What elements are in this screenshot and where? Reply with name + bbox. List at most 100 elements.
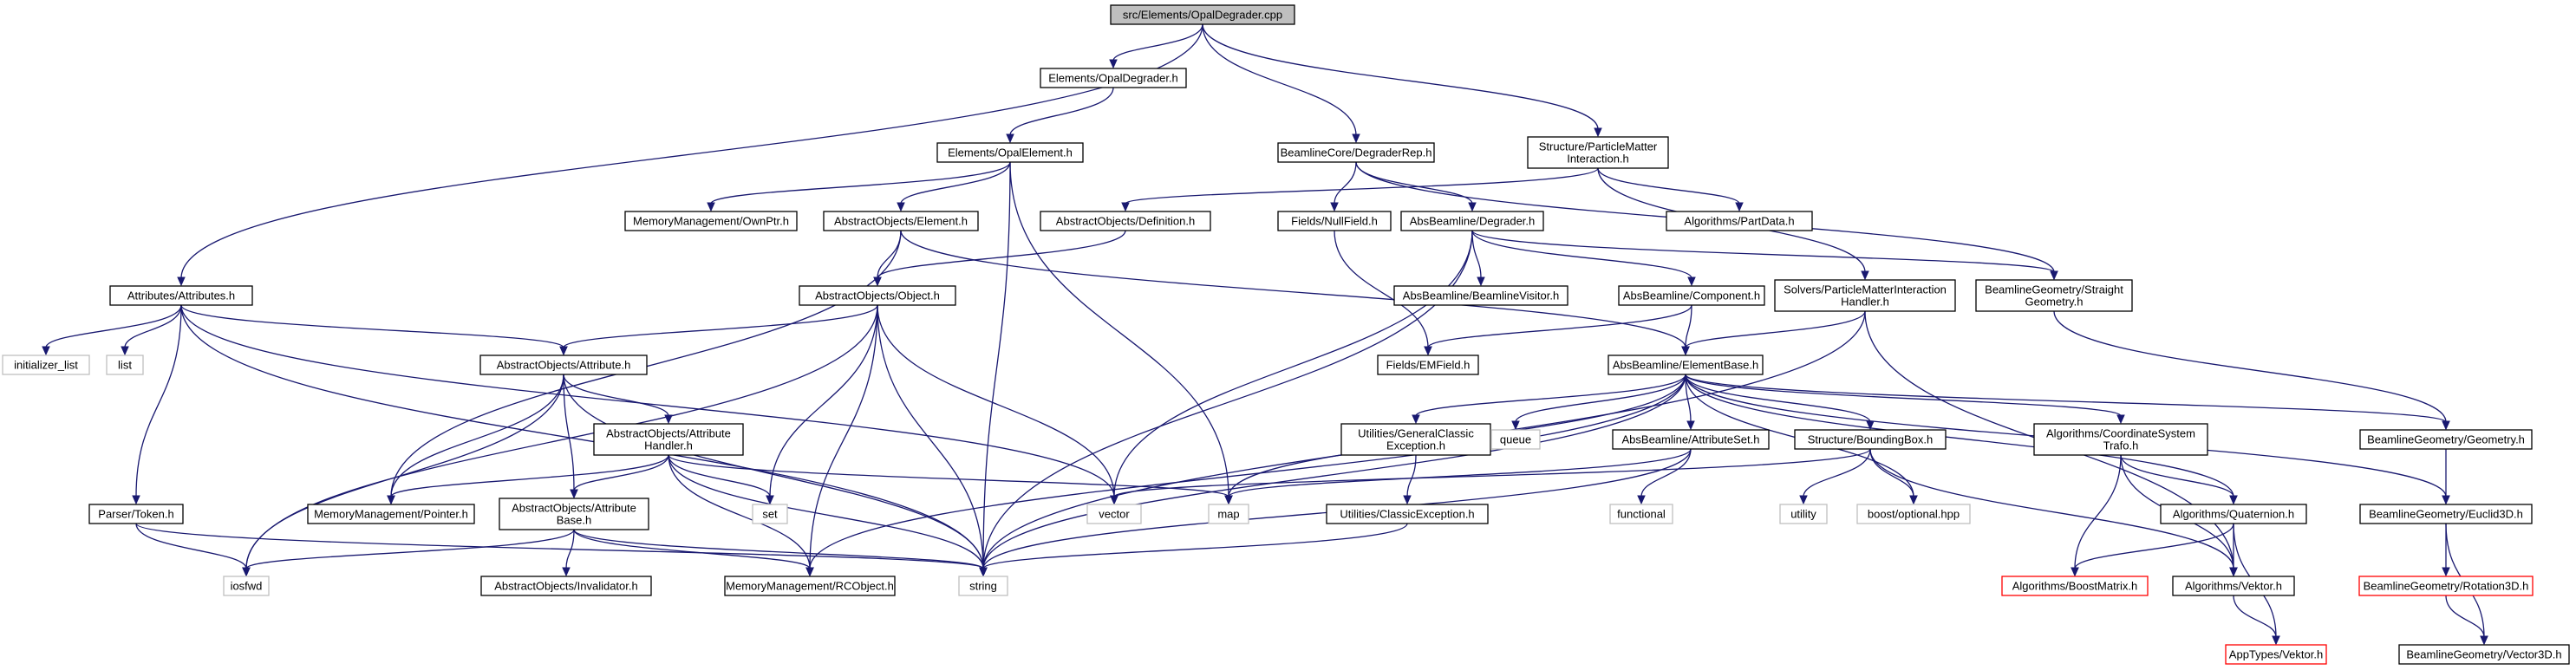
node-label: BeamlineGeometry/Euclid3D.h — [2369, 508, 2523, 521]
node-label: AppTypes/Vektor.h — [2229, 648, 2323, 661]
node-degrader_h[interactable]: AbsBeamline/Degrader.h — [1400, 211, 1544, 231]
edge-vektor_alg_h-to-apptypes_vektor_h — [2233, 595, 2280, 646]
node-boundingbox_h[interactable]: Structure/BoundingBox.h — [1794, 429, 1947, 450]
edge-object_h-to-attribute_h — [559, 304, 878, 356]
edge-opalelement_h-to-element_h — [897, 161, 1011, 212]
node-apptypes_vektor_h[interactable]: AppTypes/Vektor.h — [2225, 644, 2327, 665]
edge-root-to-degraderrep_h — [1202, 23, 1360, 144]
node-iosfwd[interactable]: iosfwd — [223, 576, 270, 596]
node-rcobject_h[interactable]: MemoryManagement/RCObject.h — [724, 576, 896, 596]
node-label: BeamlineGeometry/Rotation3D.h — [2364, 580, 2529, 593]
node-box — [499, 498, 649, 530]
edge-attributeset_h-to-functional — [1637, 448, 1692, 505]
edge-rotation3d_h-to-vector3d_h — [2445, 595, 2488, 646]
node-rotation3d_h[interactable]: BeamlineGeometry/Rotation3D.h — [2358, 576, 2534, 596]
node-vector3d_h[interactable]: BeamlineGeometry/Vector3D.h — [2398, 644, 2570, 665]
node-box — [724, 576, 896, 596]
node-object_h[interactable]: AbstractObjects/Object.h — [799, 285, 956, 306]
node-attributes_h[interactable]: Attributes/Attributes.h — [109, 285, 253, 306]
node-quaternion_h[interactable]: Algorithms/Quaternion.h — [2160, 504, 2307, 524]
node-boostmatrix_h[interactable]: Algorithms/BoostMatrix.h — [2001, 576, 2149, 596]
node-partdata_h[interactable]: Algorithms/PartData.h — [1666, 211, 1813, 231]
node-opalelement_h[interactable]: Elements/OpalElement.h — [936, 142, 1084, 163]
edge-attributes_h-to-token_h — [132, 304, 182, 505]
node-label: string — [969, 580, 997, 593]
node-beamlinevisitor_h[interactable]: AbsBeamline/BeamlineVisitor.h — [1393, 285, 1568, 306]
node-emfield_h[interactable]: Fields/EMField.h — [1377, 355, 1479, 375]
node-component_h[interactable]: AbsBeamline/Component.h — [1618, 285, 1765, 306]
edge-attrhandler_h-to-pointer_h — [387, 454, 669, 505]
node-attributeset_h[interactable]: AbsBeamline/AttributeSet.h — [1612, 429, 1770, 450]
node-label: Utilities/ClassicException.h — [1340, 508, 1474, 521]
node-optional_hpp[interactable]: boost/optional.hpp — [1856, 504, 1971, 524]
edge-attrbase_h-to-rcobject_h — [573, 529, 814, 577]
edge-attrhandler_h-to-map — [668, 454, 1233, 505]
node-classicexc_h[interactable]: Utilities/ClassicException.h — [1326, 504, 1489, 524]
node-definition_h[interactable]: AbstractObjects/Definition.h — [1040, 211, 1211, 231]
node-set[interactable]: set — [752, 504, 788, 524]
node-attribute_h[interactable]: AbstractObjects/Attribute.h — [479, 355, 648, 375]
node-label: Algorithms/PartData.h — [1684, 215, 1794, 228]
node-label: AbstractObjects/Definition.h — [1056, 215, 1195, 228]
node-label: AbsBeamline/AttributeSet.h — [1622, 433, 1760, 446]
node-functional[interactable]: functional — [1609, 504, 1673, 524]
node-token_h[interactable]: Parser/Token.h — [88, 504, 184, 524]
node-root[interactable]: src/Elements/OpalDegrader.cpp — [1110, 4, 1295, 25]
edge-quaternion_h-to-boostmatrix_h — [2071, 523, 2234, 577]
node-utility[interactable]: utility — [1779, 504, 1828, 524]
node-euclid3d_h[interactable]: BeamlineGeometry/Euclid3D.h — [2359, 504, 2533, 524]
node-box — [1377, 355, 1479, 375]
node-label: Utilities/GeneralClassic — [1358, 427, 1474, 440]
node-box — [480, 576, 652, 596]
node-map[interactable]: map — [1208, 504, 1249, 524]
node-invalidator_h[interactable]: AbstractObjects/Invalidator.h — [480, 576, 652, 596]
node-pmihandler_h[interactable]: Solvers/ParticleMatterInteractionHandler… — [1774, 279, 1956, 312]
node-label: boost/optional.hpp — [1868, 508, 1960, 521]
edge-elementbase_h-to-genclassic_h — [1412, 374, 1686, 425]
node-initializer_list[interactable]: initializer_list — [2, 355, 90, 375]
node-elementbase_h[interactable]: AbsBeamline/ElementBase.h — [1608, 355, 1764, 375]
node-label: iosfwd — [231, 580, 263, 593]
node-geometry_h[interactable]: BeamlineGeometry/Geometry.h — [2359, 429, 2533, 450]
node-string[interactable]: string — [958, 576, 1008, 596]
node-vector[interactable]: vector — [1086, 504, 1142, 524]
node-box — [1208, 504, 1249, 524]
node-box — [799, 285, 956, 306]
node-box — [2225, 644, 2327, 665]
node-vektor_alg_h[interactable]: Algorithms/Vektor.h — [2172, 576, 2295, 596]
node-label: Interaction.h — [1567, 153, 1629, 166]
edge-attribute_h-to-attrbase_h — [563, 374, 578, 499]
node-particlematter_h[interactable]: Structure/ParticleMatterInteraction.h — [1527, 136, 1669, 169]
node-box — [106, 355, 144, 375]
node-box — [2358, 576, 2534, 596]
edge-object_h-to-vector — [877, 304, 1118, 505]
node-label: AbstractObjects/Attribute — [606, 427, 731, 440]
node-degraderrep_h[interactable]: BeamlineCore/DegraderRep.h — [1277, 142, 1435, 163]
node-box — [1277, 142, 1435, 163]
edge-elementbase_h-to-coordtrafo_h — [1685, 374, 2125, 425]
node-list[interactable]: list — [106, 355, 144, 375]
node-label: Algorithms/Quaternion.h — [2173, 508, 2294, 521]
node-label: vector — [1099, 508, 1130, 521]
node-pointer_h[interactable]: MemoryManagement/Pointer.h — [307, 504, 475, 524]
node-element_h[interactable]: AbstractObjects/Element.h — [823, 211, 979, 231]
node-label: Exception.h — [1386, 439, 1445, 452]
node-label: AbstractObjects/Invalidator.h — [494, 580, 637, 593]
node-ownptr_h[interactable]: MemoryManagement/OwnPtr.h — [624, 211, 798, 231]
node-queue[interactable]: queue — [1490, 429, 1541, 450]
node-opaldegrader_h[interactable]: Elements/OpalDegrader.h — [1040, 68, 1187, 88]
edge-attribute_h-to-iosfwd — [242, 374, 564, 577]
edge-object_h-to-iosfwd — [242, 304, 878, 577]
node-label: initializer_list — [14, 359, 78, 372]
node-nullfield_h[interactable]: Fields/NullField.h — [1277, 211, 1392, 231]
edge-degrader_h-to-beamlinevisitor_h — [1471, 230, 1485, 287]
edge-attributes_h-to-list — [121, 304, 182, 356]
node-box — [1794, 429, 1947, 450]
node-box — [1086, 504, 1142, 524]
